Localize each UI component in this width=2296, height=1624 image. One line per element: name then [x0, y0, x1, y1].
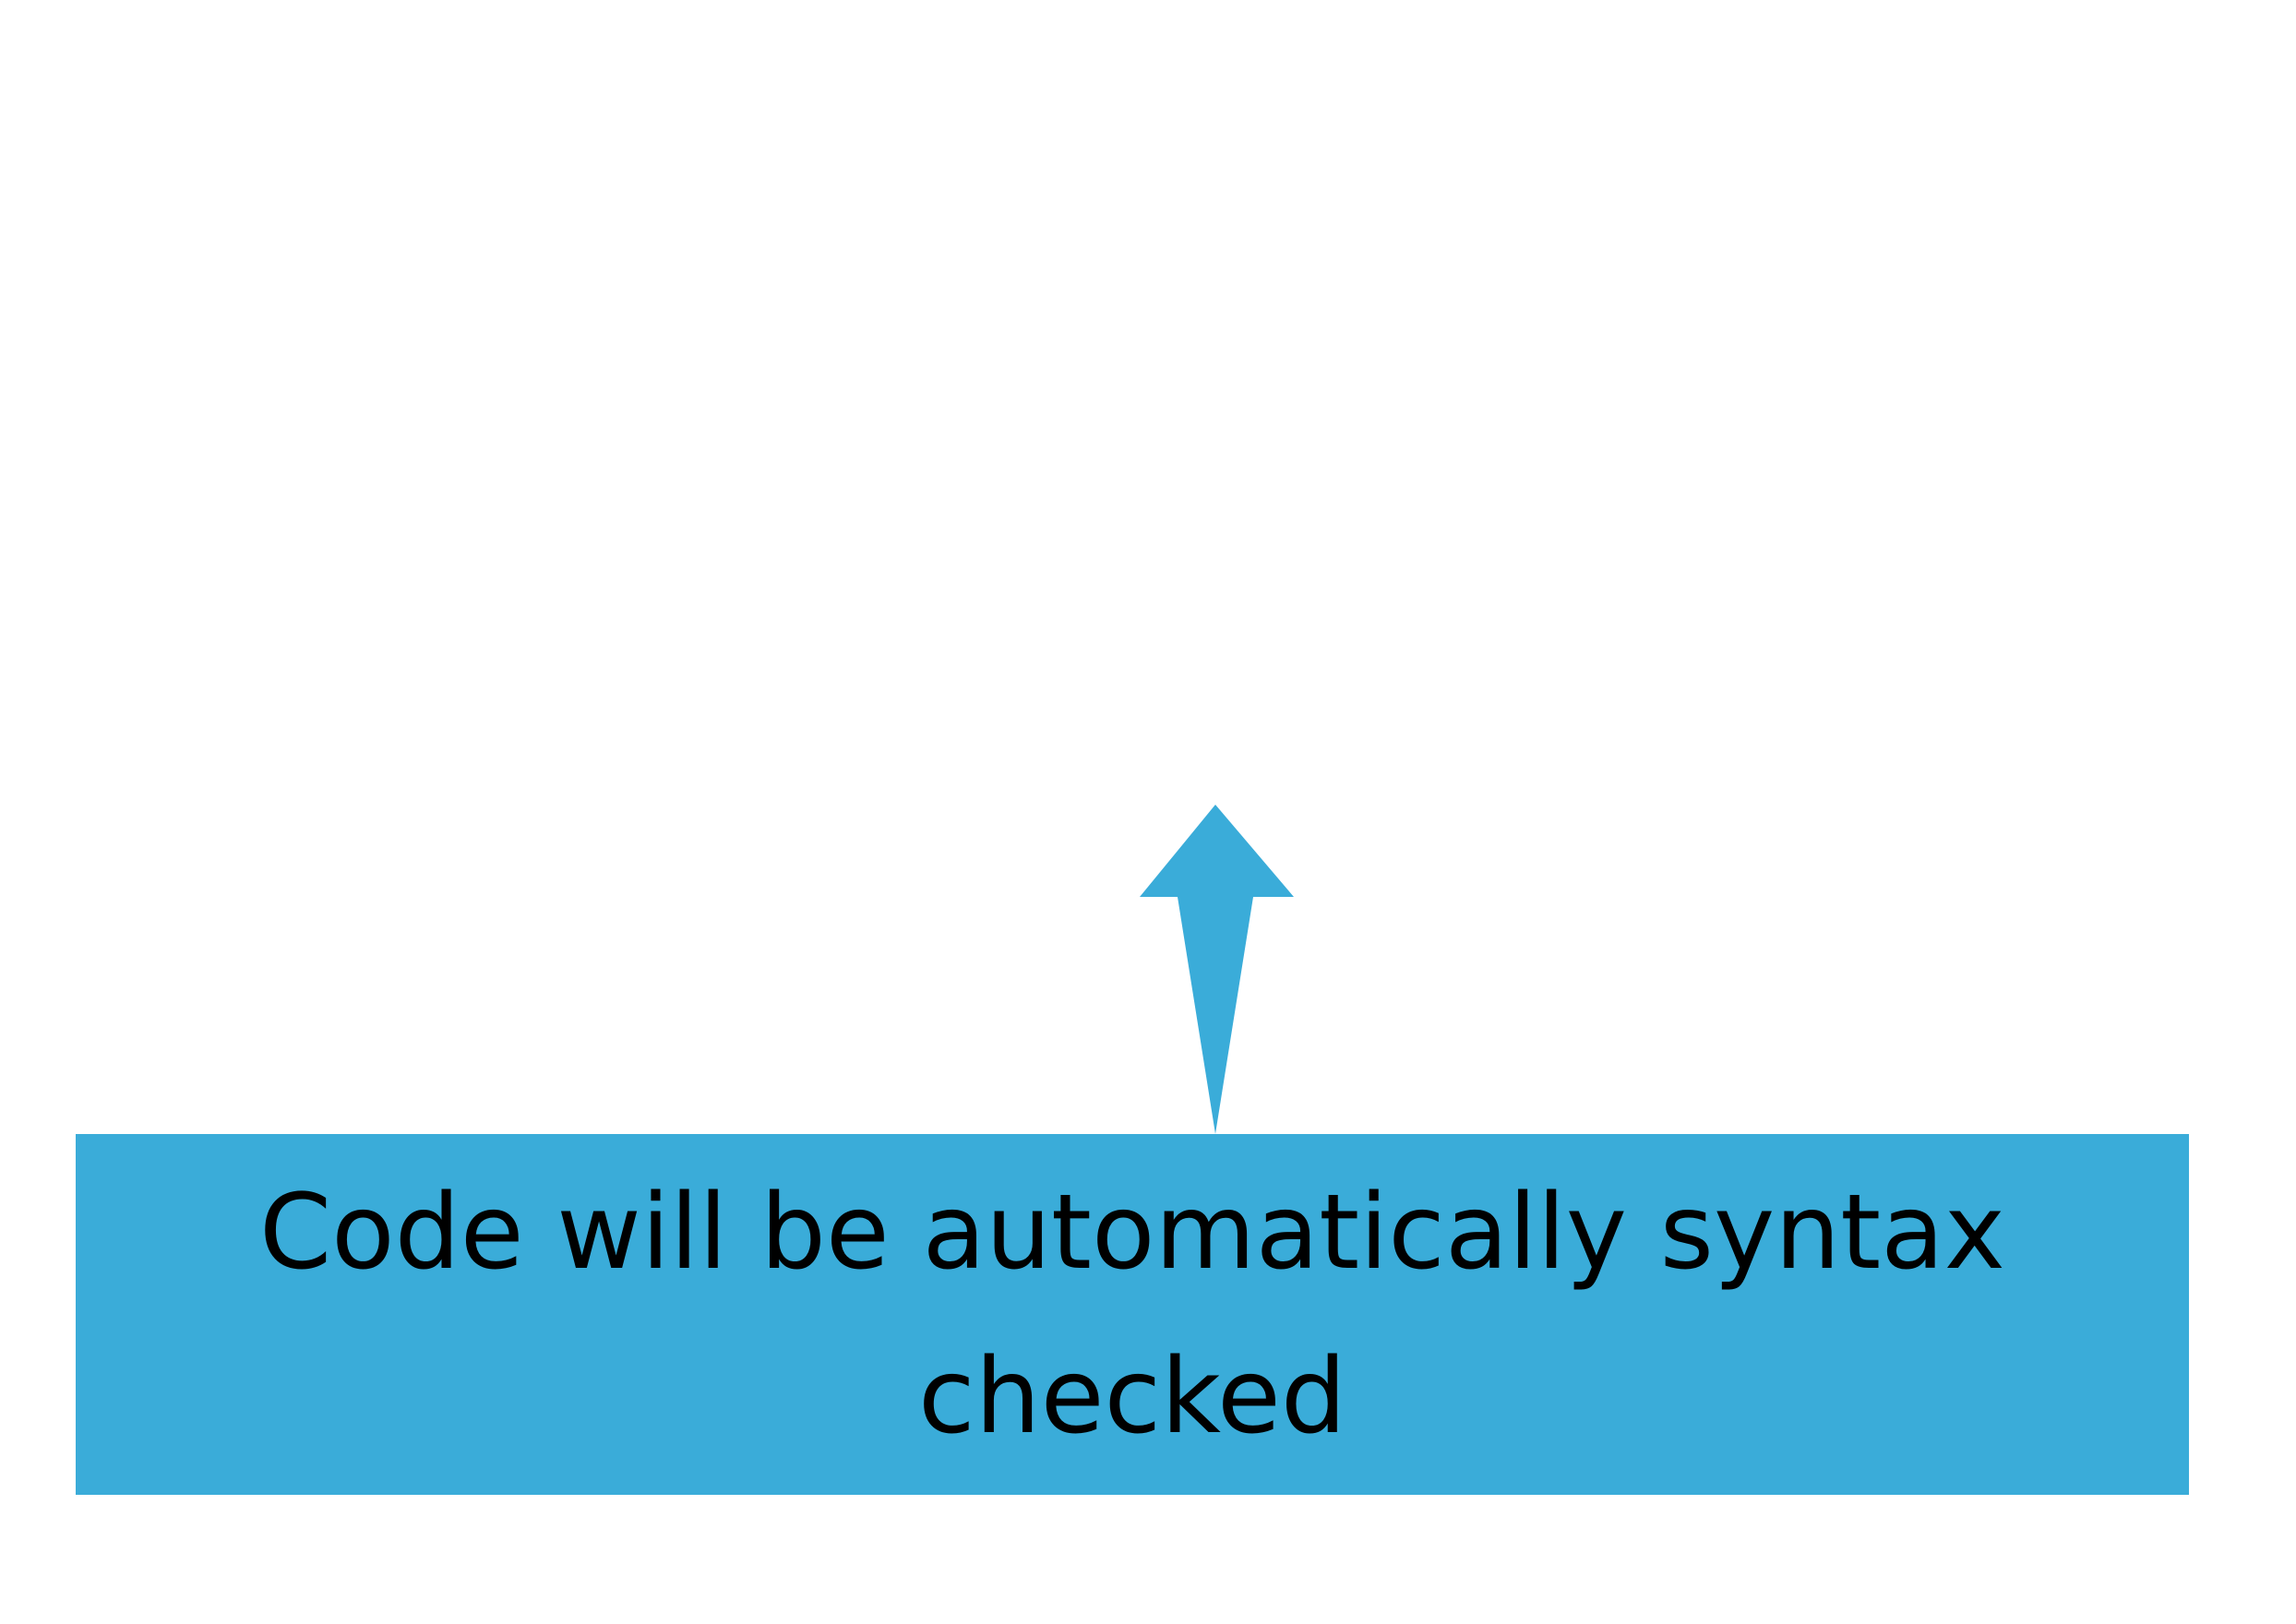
process-box: Code will be automatically syntax checke… [76, 1134, 2189, 1495]
process-box-label: Code will be automatically syntax checke… [258, 1172, 2006, 1457]
up-arrow-icon [1140, 805, 1294, 1134]
